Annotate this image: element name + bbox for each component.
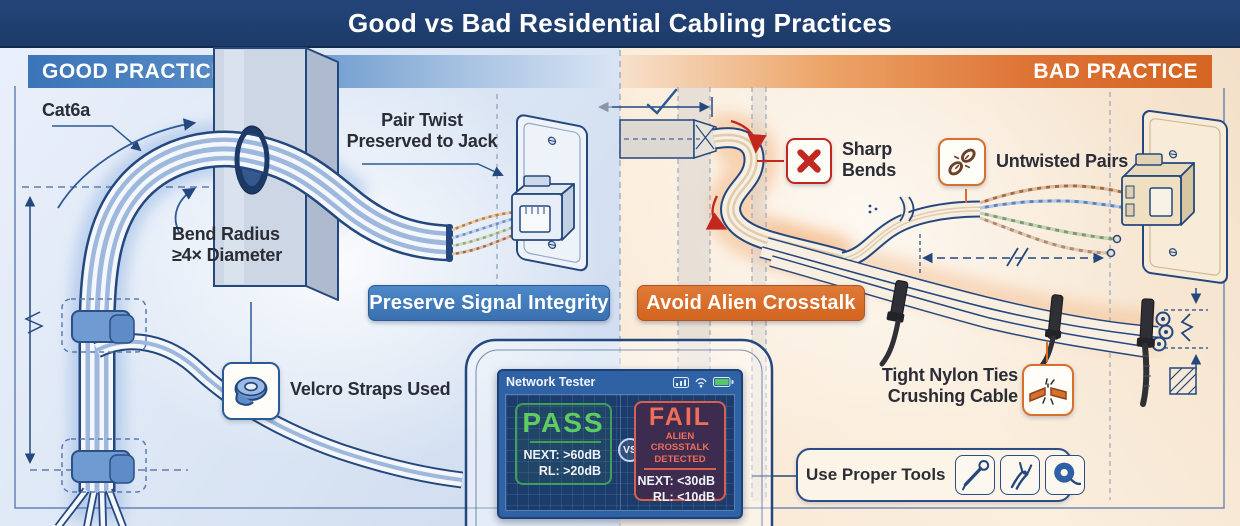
fail-result: FAIL <box>648 403 712 431</box>
cut-cable-ends <box>1151 311 1174 352</box>
punch-down-tool-icon <box>954 455 995 495</box>
good-dimension-line <box>24 196 44 464</box>
nylon-zip-ties <box>879 280 1155 407</box>
cable-dots <box>868 204 878 214</box>
pass-divider <box>530 441 601 443</box>
velcro-label: Velcro Straps Used <box>290 379 451 399</box>
sharp-bend-arrows <box>705 119 767 230</box>
untwisted-pairs-wires <box>979 184 1127 258</box>
jacket-end <box>446 224 453 262</box>
battery-icon <box>713 377 734 387</box>
pair-twist-label: Pair Twist Preserved to Jack <box>346 110 498 152</box>
crushed-cable-icon <box>1022 364 1074 416</box>
untwist-dimension <box>919 234 1104 274</box>
nylon-ties-label: Tight Nylon Ties Crushing Cable <box>881 365 1018 407</box>
fail-next-value: NEXT: <30dB <box>637 474 715 489</box>
chart-icon <box>673 376 689 388</box>
page-title: Good vs Bad Residential Cabling Practice… <box>347 7 892 38</box>
fail-rl-value: RL: <10dB <box>652 490 715 505</box>
use-proper-tools-callout: Use Proper Tools <box>796 448 1085 502</box>
broken-chain-icon <box>938 138 986 186</box>
bad-badge: Avoid Alien Crosstalk <box>637 285 865 321</box>
tester-status-icons <box>673 376 734 388</box>
crimper-tool-icon <box>999 455 1040 495</box>
good-cable-bundle <box>78 130 451 492</box>
bad-top-dimension <box>598 88 713 117</box>
good-badge: Preserve Signal Integrity <box>368 285 610 321</box>
velcro-straps <box>61 298 147 493</box>
cat6a-label: Cat6a <box>42 100 91 120</box>
good-twisted-pairs <box>451 210 517 256</box>
tester-title: Network Tester <box>506 375 596 389</box>
untwisted-pairs-label: Untwisted Pairs <box>996 151 1129 171</box>
stud-hole-ring <box>234 127 270 193</box>
fail-panel: FAIL ALIEN CROSSTALK DETECTED NEXT: <30d… <box>634 401 726 504</box>
conduit-duct <box>619 118 717 160</box>
checkmark-icon <box>646 88 678 115</box>
pass-result: PASS <box>522 407 605 438</box>
fail-reason: ALIEN CROSSTALK DETECTED <box>650 431 710 465</box>
tape-roll-icon <box>1044 455 1085 495</box>
good-cable-splay <box>54 487 127 526</box>
network-tester-screen: Network Tester PASS <box>497 369 743 519</box>
wifi-icon <box>695 377 707 387</box>
hatched-square <box>1169 367 1197 395</box>
bad-keystone-jack <box>1121 153 1195 226</box>
bad-upper-cable <box>841 196 981 269</box>
good-keystone-jack <box>511 175 575 241</box>
x-icon <box>786 138 832 184</box>
good-frame <box>14 86 606 509</box>
sharp-bends-label: Sharp Bends <box>842 139 897 181</box>
pass-rl-value: RL: >20dB <box>538 464 601 479</box>
pass-panel: PASS NEXT: >60dB RL: >20dB <box>515 403 612 485</box>
good-annotation-arrows <box>52 118 504 235</box>
compression-indicator <box>1164 288 1208 370</box>
good-illustration <box>14 47 621 526</box>
bend-radius-label: Bend Radius ≥4× Diameter <box>172 224 283 266</box>
bad-practice-header: BAD PRACTICE <box>620 55 1212 88</box>
callout-connectors <box>752 160 1048 477</box>
tools-label: Use Proper Tools <box>806 465 946 484</box>
tester-display: PASS NEXT: >60dB RL: >20dB VS FAIL ALIEN… <box>505 394 735 511</box>
pass-next-value: NEXT: >60dB <box>523 448 601 462</box>
bad-lower-bundle <box>759 237 1159 358</box>
title-bar: Good vs Bad Residential Cabling Practice… <box>0 0 1240 48</box>
velcro-strap-icon <box>222 362 280 420</box>
tester-titlebar: Network Tester <box>499 371 741 393</box>
fail-divider <box>644 468 716 471</box>
